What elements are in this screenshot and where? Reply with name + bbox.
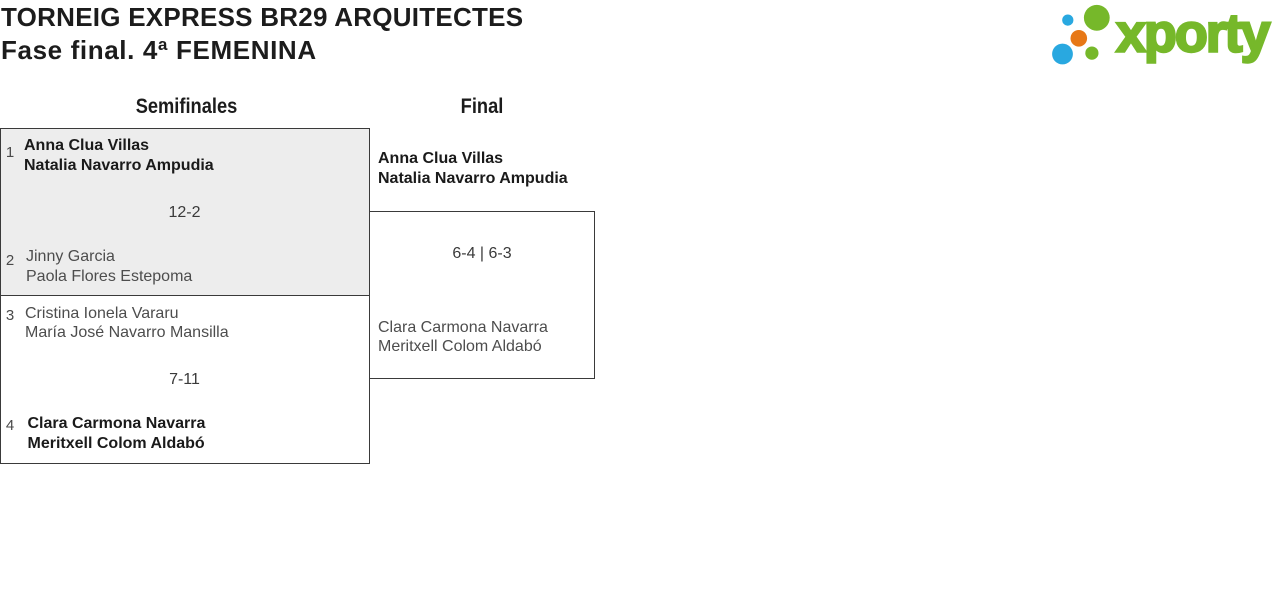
svg-text:xporty: xporty: [1116, 4, 1271, 64]
